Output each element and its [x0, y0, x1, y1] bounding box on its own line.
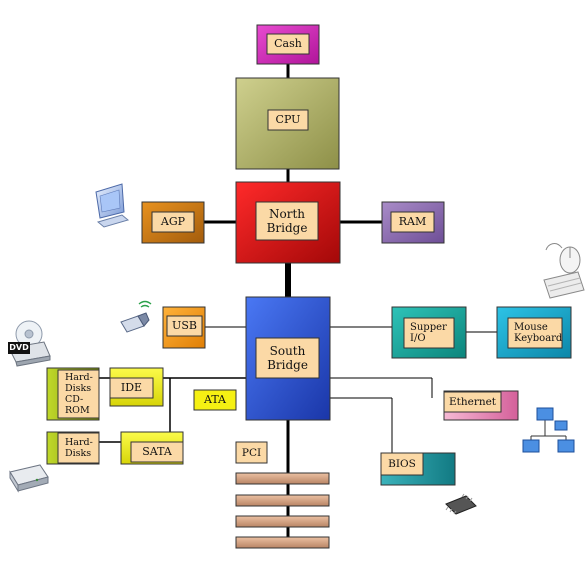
ata-box [193, 389, 237, 411]
pci-slot [235, 536, 330, 549]
bios-label: BIOS [388, 458, 416, 470]
agp-label: AGP [160, 215, 186, 228]
mouse-keyboard-label-bg [507, 317, 563, 349]
pci-label: PCI [241, 446, 262, 459]
usb-label-bg [166, 315, 203, 337]
hard-disks-cdrom-label-bg [57, 369, 100, 419]
mouse-keyboard-label: Mouse Keyboard [514, 322, 563, 344]
dvd-badge-label: DVD [9, 343, 29, 352]
dvd-badge [8, 342, 30, 354]
hard-disks-label: Hard-Disks [65, 437, 93, 459]
pci-slot [235, 494, 330, 507]
ide-label: IDE [120, 381, 143, 394]
ram-label: RAM [398, 215, 427, 228]
supper-io-label-bg [403, 317, 455, 349]
sata-label-bg [130, 441, 184, 463]
cpu-label-bg [267, 109, 309, 131]
network-icon [522, 407, 575, 453]
dvd-drive-icon [8, 320, 51, 367]
bios-label-bg [380, 452, 424, 476]
north-bridge-label-bg [255, 201, 319, 241]
pci-slot [235, 515, 330, 528]
sata-label: SATA [142, 445, 172, 458]
supper-io-label: Supper I/O [410, 322, 447, 344]
usb-label: USB [172, 319, 197, 332]
ram-label-bg [390, 211, 435, 233]
mouse-keyboard-icon [543, 243, 585, 299]
agp-label-bg [151, 211, 195, 233]
hard-disk-icon [9, 464, 49, 493]
chip-icon [445, 493, 477, 515]
ata-label: ATA [203, 393, 227, 406]
south-bridge-label-bg [255, 337, 320, 379]
pci-slot [235, 472, 330, 485]
south-bridge-label: South Bridge [267, 344, 308, 372]
ethernet-label-bg [443, 391, 502, 413]
hard-disks-label-bg [57, 432, 100, 464]
north-bridge-label: North Bridge [266, 207, 308, 235]
ethernet-label: Ethernet [448, 396, 497, 408]
cash-label: Cash [274, 37, 302, 50]
cpu-label: CPU [275, 113, 301, 126]
usb-stick-icon [120, 300, 152, 333]
pci-label-bg [235, 441, 268, 464]
ide-label-bg [109, 377, 154, 399]
monitor-icon [95, 183, 130, 228]
cash-label-bg [266, 33, 310, 55]
hard-disks-cdrom-label: Hard-Disks CD-ROM [65, 372, 93, 416]
